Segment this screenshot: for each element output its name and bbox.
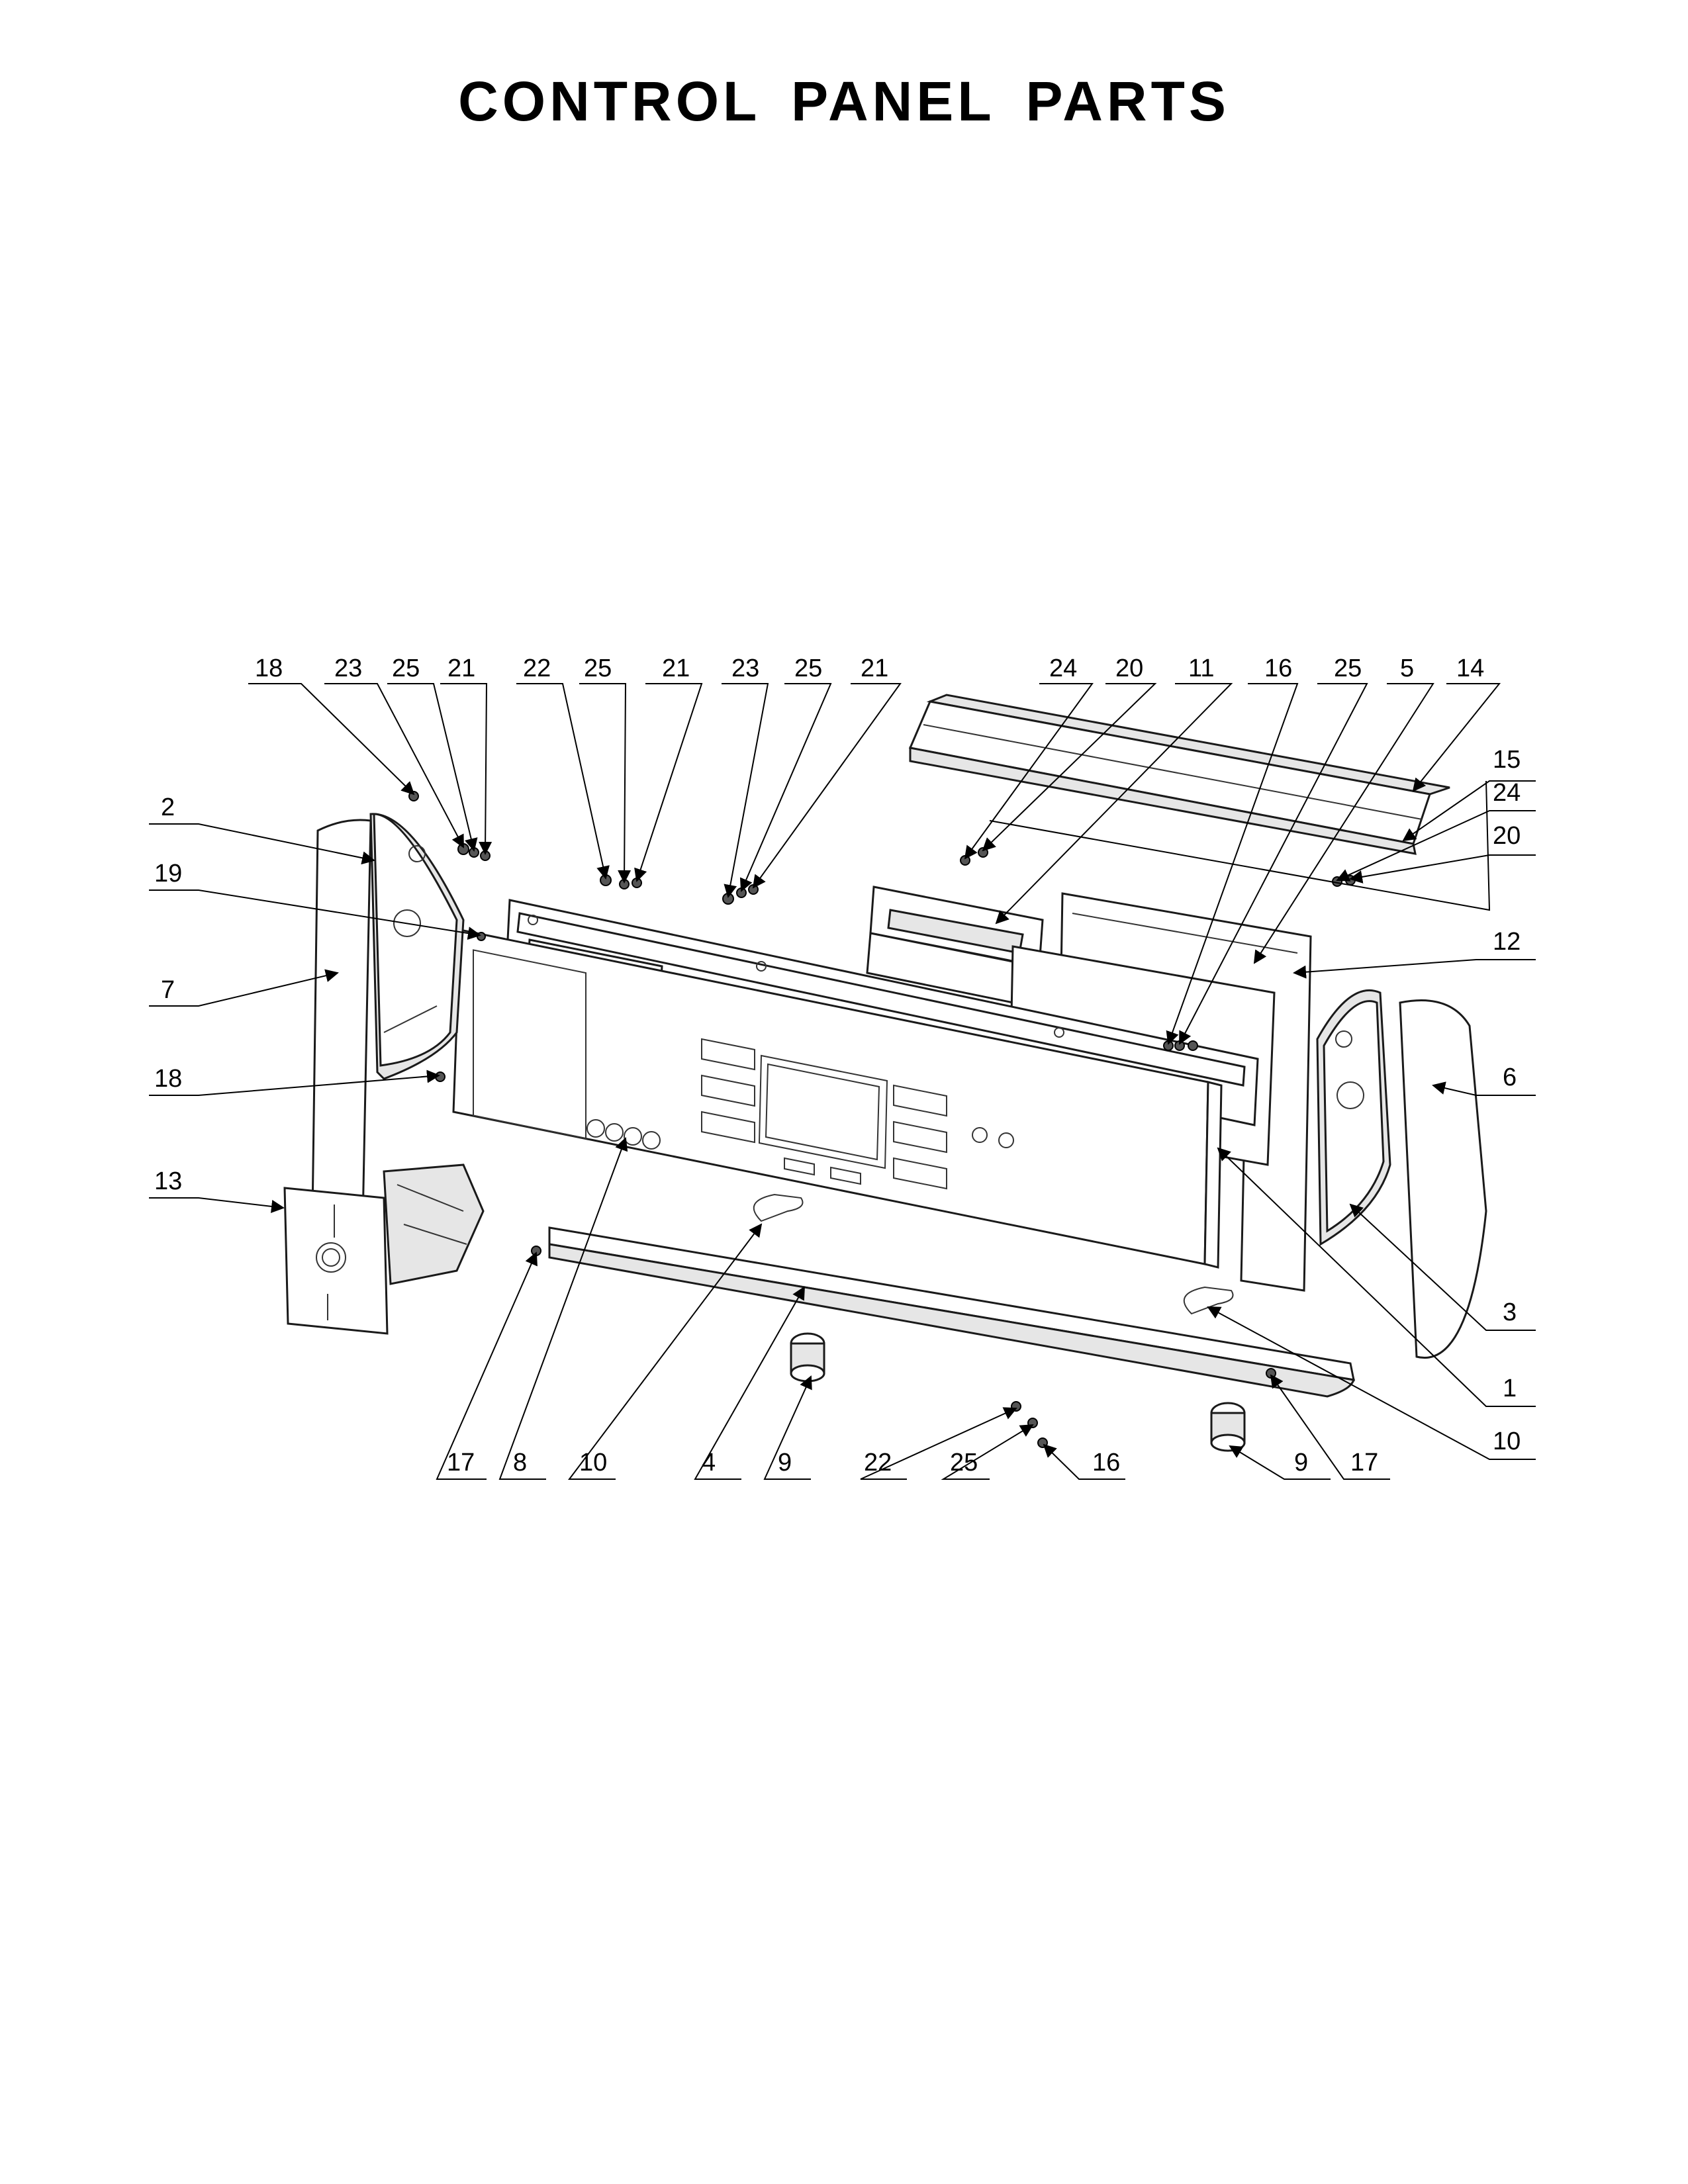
- console-panel-part: [452, 929, 1223, 1269]
- callout-6: 6: [1503, 1064, 1517, 1091]
- bottom-trim-part: [548, 1193, 1355, 1398]
- callout-24-right: 24: [1493, 779, 1521, 807]
- callout-13: 13: [154, 1167, 182, 1195]
- callout-24-top: 24: [1049, 655, 1077, 682]
- callout-16-top: 16: [1264, 655, 1292, 682]
- callout-4: 4: [702, 1449, 716, 1477]
- callout-11: 11: [1188, 655, 1214, 682]
- callout-14: 14: [1456, 655, 1484, 682]
- screw-group-top: [960, 847, 1356, 887]
- callout-22-top: 22: [523, 655, 551, 682]
- callout-2: 2: [161, 794, 175, 821]
- callout-17-right: 17: [1350, 1449, 1378, 1477]
- callout-10-right: 10: [1493, 1428, 1521, 1455]
- leader-lines: [149, 683, 1536, 1480]
- top-trim-part: [908, 694, 1450, 855]
- page-title: CONTROL PANEL PARTS: [458, 70, 1230, 132]
- knob-part-right: [1210, 1402, 1246, 1452]
- callout-3: 3: [1503, 1298, 1517, 1326]
- callout-20-top: 20: [1115, 655, 1143, 682]
- callout-25-bottom: 25: [950, 1449, 978, 1477]
- callout-18-left: 18: [154, 1065, 182, 1093]
- coin-mechanism-part: [283, 1163, 485, 1335]
- callout-22-bottom: 22: [864, 1449, 892, 1477]
- callout-21-mid: 21: [662, 655, 690, 682]
- callout-10-bottom: 10: [579, 1449, 607, 1477]
- callout-5: 5: [1400, 655, 1414, 682]
- callout-16-bottom: 16: [1092, 1449, 1120, 1477]
- callout-labels: 18 23 25 21 22 25 21 23 25 21 24 20 11 1…: [154, 655, 1521, 1477]
- callout-17-left: 17: [447, 1449, 475, 1477]
- callout-25-left: 25: [392, 655, 420, 682]
- callout-15: 15: [1493, 746, 1521, 774]
- callout-25-right: 25: [1334, 655, 1362, 682]
- callout-23-mid: 23: [731, 655, 759, 682]
- callout-9-left: 9: [778, 1449, 792, 1477]
- callout-20-right: 20: [1493, 822, 1521, 850]
- knob-part-left: [790, 1332, 825, 1383]
- callout-21-center: 21: [861, 655, 888, 682]
- callout-21-left: 21: [447, 655, 475, 682]
- callout-9-right: 9: [1294, 1449, 1308, 1477]
- callout-25-center: 25: [794, 655, 822, 682]
- callout-19: 19: [154, 860, 182, 887]
- callout-18-top: 18: [255, 655, 283, 682]
- callout-1: 1: [1503, 1375, 1517, 1402]
- callout-25-mid: 25: [584, 655, 612, 682]
- right-end-cap-part: [1316, 989, 1487, 1359]
- callout-12: 12: [1493, 928, 1521, 956]
- callout-8: 8: [513, 1449, 527, 1477]
- callout-7: 7: [161, 976, 175, 1004]
- callout-23-left: 23: [334, 655, 362, 682]
